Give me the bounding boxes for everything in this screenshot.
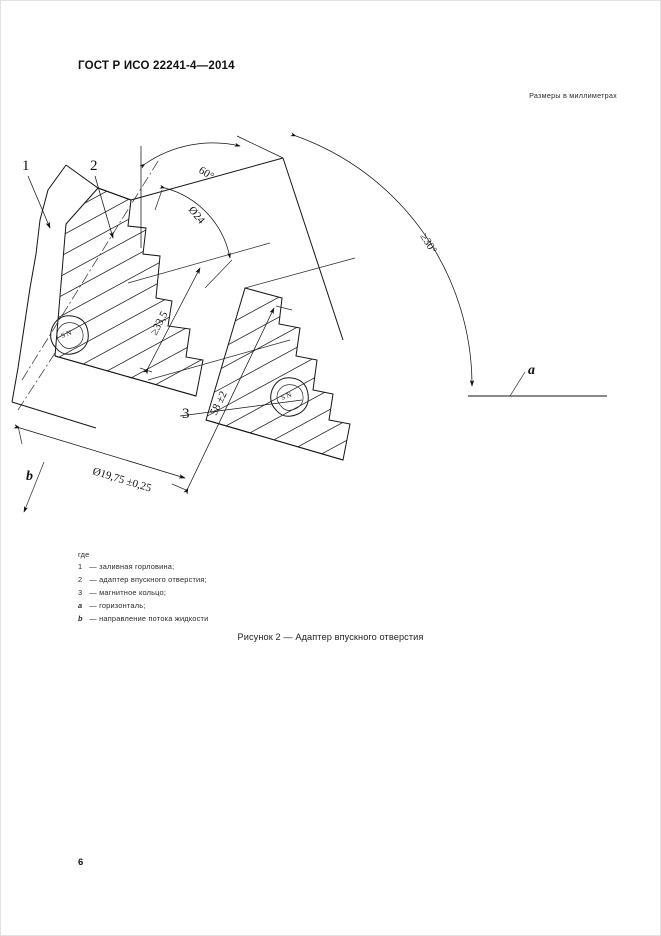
figure-caption: Рисунок 2 — Адаптер впускного отверстия: [237, 632, 424, 642]
dimension-diameter-24: Ø24: [154, 184, 233, 289]
axis-a-label: a: [528, 363, 535, 378]
magnet-ring-lower: S N: [270, 377, 309, 417]
legend-text-2: адаптер впускного отверстия;: [99, 575, 207, 585]
units-note: Размеры в миллиметрах: [529, 91, 617, 100]
legend-sep-a: —: [87, 601, 100, 611]
ring-polarity-lower: S N: [280, 391, 293, 402]
legend-item-2: 2 — адаптер впускного отверстия;: [78, 575, 478, 585]
upper-hatching: [55, 188, 203, 396]
legend-key-b: b: [78, 614, 83, 624]
legend-key-1: 1: [78, 562, 83, 572]
legend-text-a: горизонталь;: [99, 601, 146, 611]
magnet-ring-upper: S N: [50, 315, 89, 355]
centerline-lower: [17, 352, 56, 411]
ring-polarity-upper: S N: [60, 329, 73, 340]
dimension-60-label: 60°: [196, 164, 215, 182]
figure-drawing: S N S N 1 2 3: [0, 128, 661, 538]
dimension-58-label: 58 ±2: [208, 389, 230, 417]
legend-sep-b: —: [87, 614, 100, 624]
legend-item-a: a — горизонталь;: [78, 601, 478, 611]
filler-neck-outline: [11, 164, 132, 429]
legend-text-b: направление потока жидкости: [99, 614, 209, 624]
legend-where-label: где: [78, 550, 90, 559]
standard-header: ГОСТ Р ИСО 22241-4—2014: [78, 60, 235, 72]
dimension-19-75-label: Ø19,75 ±0,25: [91, 465, 153, 494]
callout-3: 3: [179, 399, 303, 422]
legend-sep-1: —: [87, 562, 100, 572]
legend-item-1: 1 — заливная горловина;: [78, 562, 478, 572]
legend-sep-2: —: [87, 575, 100, 585]
lower-hatching: [206, 288, 350, 460]
legend-key-a: a: [78, 601, 83, 611]
dimension-24-label: Ø24: [186, 204, 208, 227]
dimension-33-5-label: ≥33,5: [148, 309, 171, 337]
legend-sep-3: —: [87, 588, 100, 598]
flow-direction-b: b: [23, 461, 45, 513]
figure-svg: S N S N 1 2 3: [11, 132, 607, 513]
dimension-diameter-19-75: Ø19,75 ±0,25: [13, 424, 186, 495]
legend-text-1: заливная горловина;: [99, 562, 175, 572]
callout-1: 1: [22, 158, 51, 229]
dimension-angle-min-30: ≥30°: [290, 132, 475, 387]
adapter-lower-section: [205, 287, 351, 461]
callout-1-label: 1: [22, 158, 30, 174]
callout-2: 2: [90, 158, 114, 239]
horizontal-reference: a: [468, 363, 607, 397]
legend-item-b: b — направление потока жидкости: [78, 614, 478, 624]
callout-3-label: 3: [182, 406, 190, 422]
legend-text-3: магнитное кольцо;: [99, 588, 167, 598]
centerline-upper: [21, 157, 161, 381]
dimension-length-33-5: ≥33,5: [139, 267, 201, 375]
legend-key-2: 2: [78, 575, 83, 585]
adapter-upper-section: [54, 187, 204, 397]
page-number: 6: [78, 857, 84, 868]
legend-key-3: 3: [78, 588, 83, 598]
legend-item-3: 3 — магнитное кольцо;: [78, 588, 478, 598]
dimension-angle-60: 60°: [139, 135, 284, 248]
axis-b-label: b: [26, 469, 33, 484]
callout-2-label: 2: [90, 158, 98, 174]
figure-legend: где 1 — заливная горловина; 2 — адаптер …: [78, 551, 478, 628]
